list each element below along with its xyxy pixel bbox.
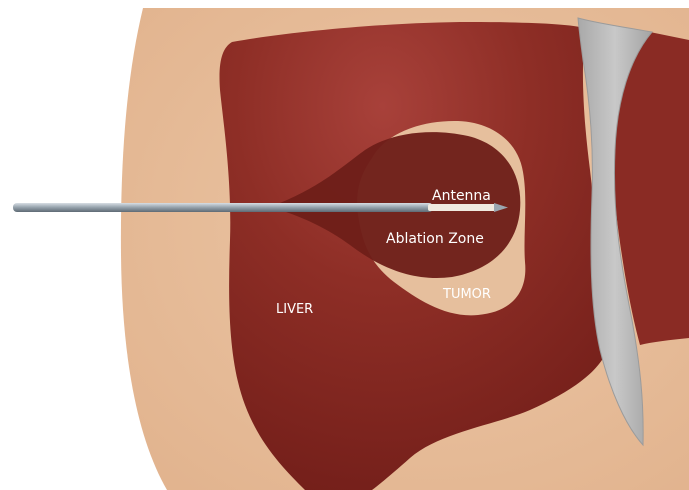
needle — [13, 203, 508, 212]
liver-label: LIVER — [276, 302, 313, 317]
tumor-label: TUMOR — [442, 287, 491, 302]
antenna-label: Antenna — [432, 188, 491, 204]
ablation-zone-label: Ablation Zone — [386, 231, 484, 247]
needle-shaft — [13, 203, 433, 212]
antenna-section — [428, 204, 496, 211]
